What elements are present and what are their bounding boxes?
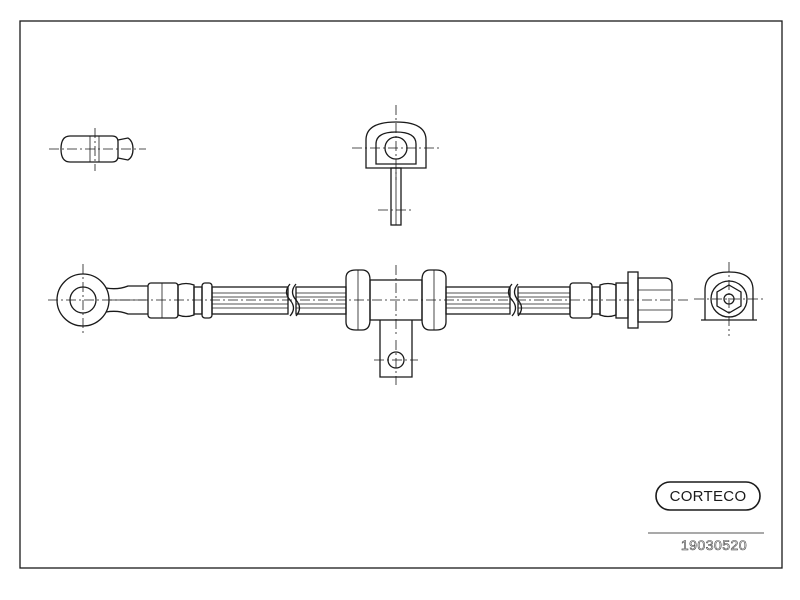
brake-hose-assembly — [48, 264, 690, 385]
brand-name: CORTECO — [670, 488, 747, 505]
detail-hex-end-view — [694, 262, 764, 336]
detail-tube-end — [49, 128, 146, 171]
part-number: 19030520 — [681, 537, 747, 553]
corteco-logo: CORTECO — [655, 481, 761, 511]
drawing-border — [19, 20, 783, 569]
detail-bracket — [352, 105, 440, 226]
